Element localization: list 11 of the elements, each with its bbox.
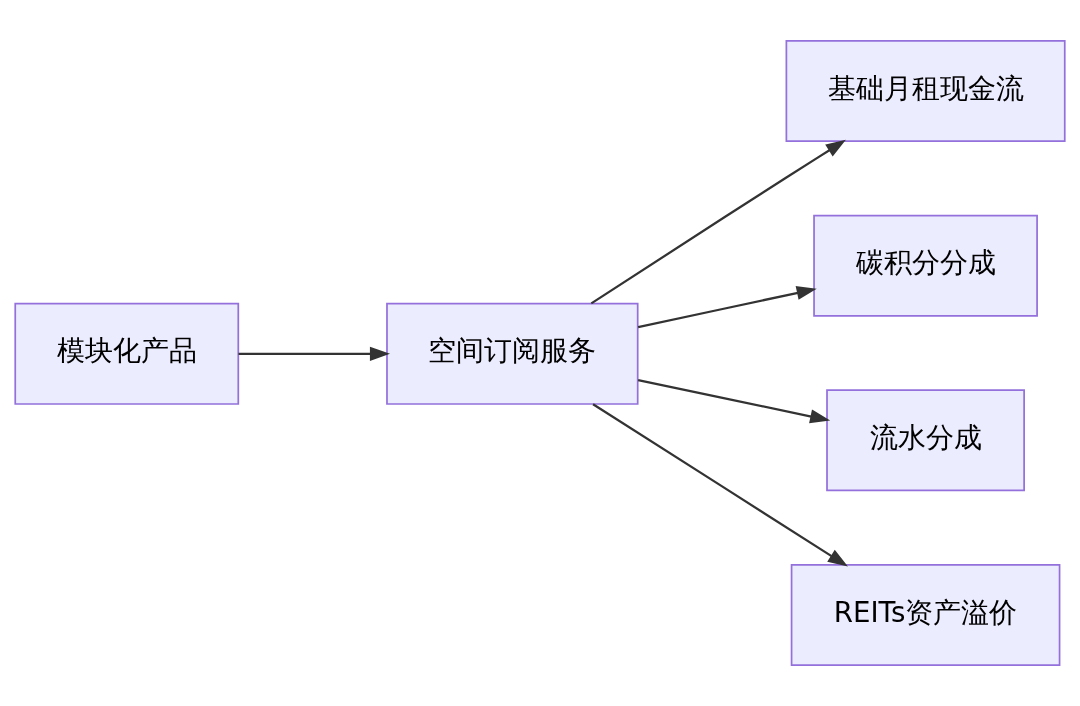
node-box: REITs资产溢价	[790, 563, 1061, 666]
node-box: 基础月租现金流	[785, 40, 1066, 143]
node-box: 空间订阅服务	[386, 302, 639, 405]
node-box: 模块化产品	[14, 302, 240, 405]
node-box: 流水分成	[826, 389, 1025, 492]
node-box: 碳积分分成	[813, 214, 1038, 317]
arrow	[637, 378, 831, 424]
arrow	[238, 346, 390, 361]
arrow	[637, 286, 817, 329]
arrow	[592, 403, 848, 567]
arrow	[590, 139, 846, 305]
